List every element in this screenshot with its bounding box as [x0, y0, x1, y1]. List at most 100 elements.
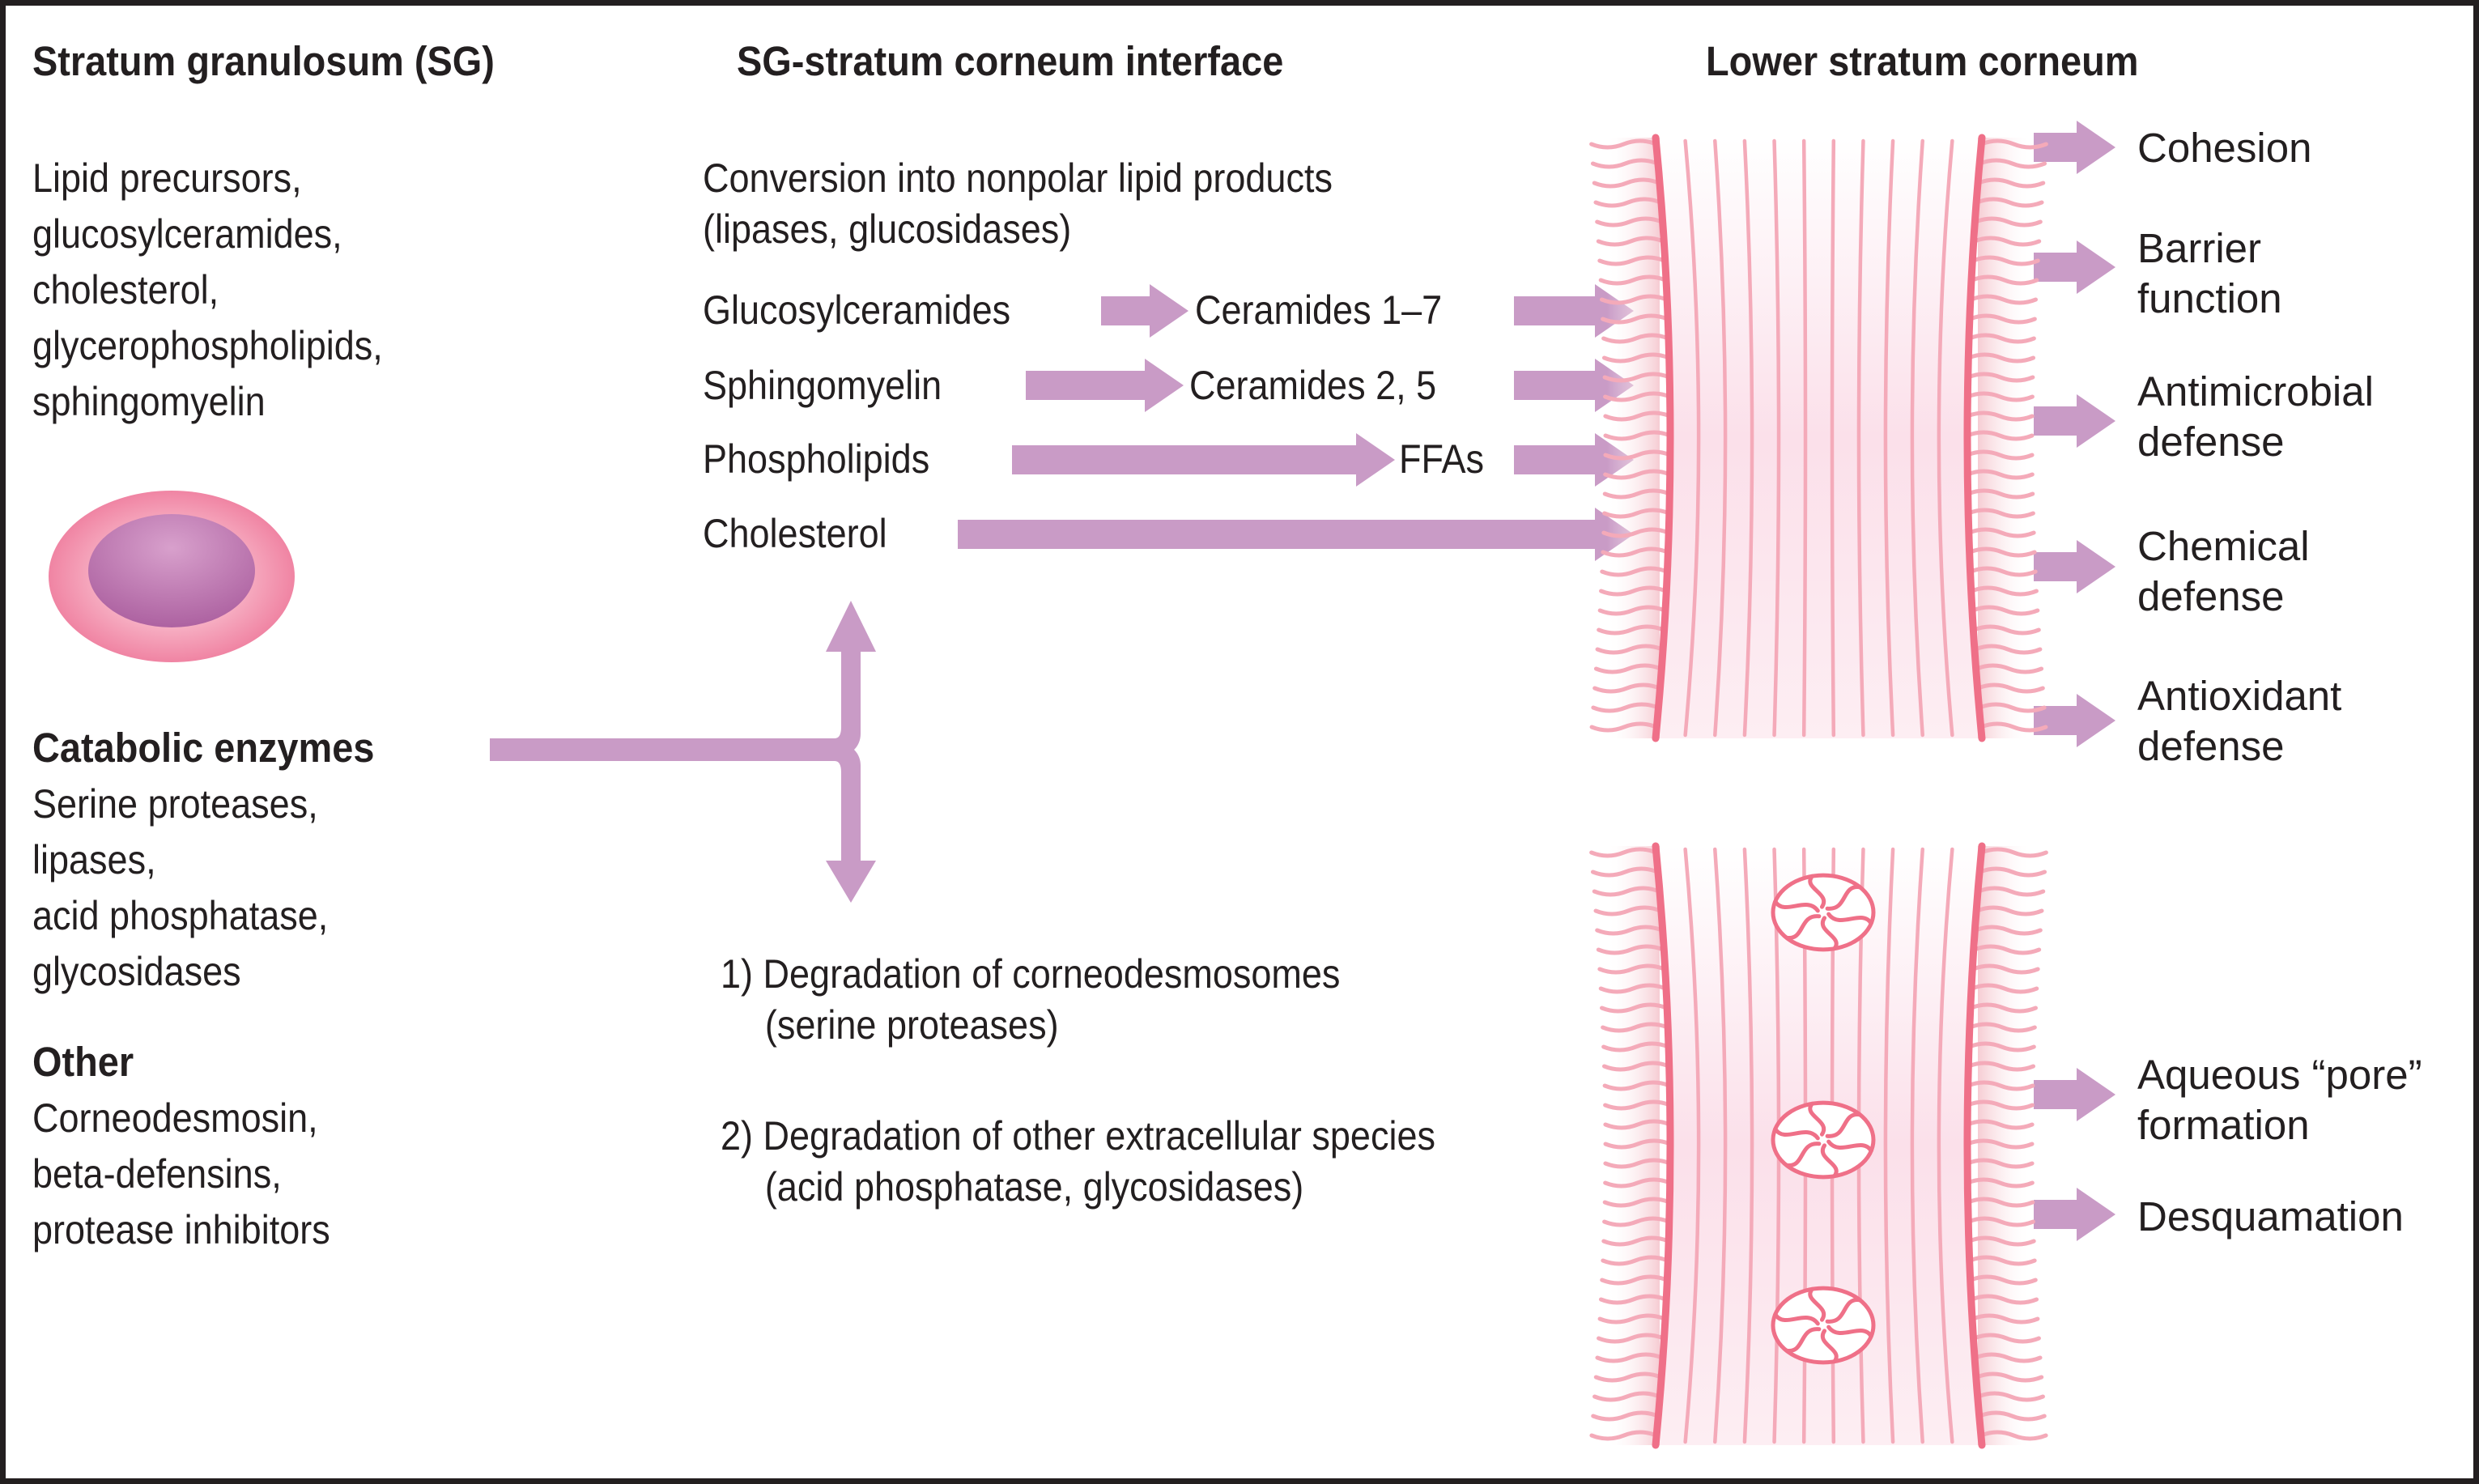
lipid-tail-left [1595, 644, 1665, 655]
pore-lipid-chain [1784, 1142, 1822, 1167]
lipid-tail-left [1599, 585, 1669, 597]
lipid-tail-right [1966, 508, 2035, 519]
lipid-tail-right [1977, 702, 2047, 713]
keratin-filament [1683, 138, 1701, 738]
pore-lipid-chain [1773, 1312, 1820, 1326]
lipid-tail-right [1975, 1371, 2044, 1383]
keratin-filament [1742, 847, 1754, 1444]
lipid-tail-right [1965, 430, 2035, 441]
other-item: protease inhibitors [32, 1207, 330, 1252]
lipid-tail-right [1971, 1313, 2040, 1325]
outcome-chemical-defense: Chemical defense [2137, 525, 2310, 626]
lipid-tail-right [1965, 410, 2035, 422]
degradation-enzymes: (acid phosphatase, glycosidases) [764, 1164, 1304, 1210]
arrow-to-outcome [2034, 1068, 2115, 1121]
keratin-filament [1772, 138, 1781, 738]
lipid-tail-right [1967, 1061, 2036, 1072]
pore-lipid-chain [1825, 885, 1862, 911]
arrow-to-outcome [2034, 121, 2115, 174]
lipid-tail-right [1976, 177, 2046, 189]
arrow-to-outcome [2034, 240, 2115, 294]
pore-lipid-chain [1784, 1327, 1822, 1353]
pore-lipid-chain [1808, 1286, 1826, 1322]
lipid-tail-right [1979, 138, 2048, 150]
lipid-tail-right [1972, 944, 2042, 955]
pore-lipid-chain [1773, 1126, 1820, 1141]
outcome-label: defense [2137, 723, 2285, 769]
heading-lower-stratum-corneum: Lower stratum corneum [1706, 38, 2139, 84]
lipid-tail-left [1593, 197, 1663, 208]
stratum-corneum-upper-icon [1589, 134, 2048, 742]
keratin-filament [1937, 847, 1954, 1444]
lipid-tail-left [1603, 469, 1673, 480]
lipid-precursors-list: Lipid precursors, glucosylceramides, cho… [32, 158, 383, 437]
lipid-precursor-item: glycerophospholipids, [32, 323, 383, 368]
lamellar-granule-icon [49, 491, 295, 662]
lipid-tail-right [1967, 1041, 2036, 1052]
outcome-label: Chemical [2137, 523, 2310, 569]
outcome-barrier-function: Barrier function [2137, 227, 2282, 328]
lipid-tail-right [1965, 1158, 2035, 1169]
lipid-tail-left [1597, 255, 1667, 266]
lipid-tail-left [1595, 216, 1665, 227]
lipid-tail-left [1590, 866, 1660, 878]
lipid-tail-right [1973, 1352, 2043, 1363]
outcome-desquamation: Desquamation [2137, 1196, 2404, 1237]
degradation-item-1: 1) Degradation of corneodesmosomes (seri… [721, 954, 1340, 1056]
lipid-tail-right [1968, 1274, 2038, 1286]
pore-lipid-chain [1784, 914, 1822, 940]
lipid-tail-right [1970, 1294, 2039, 1305]
aqueous-pore-icon [1771, 873, 1876, 952]
catabolic-enzyme-item: lipases, [32, 837, 156, 882]
lipid-tail-left [1593, 663, 1663, 674]
degradation-line: 1) Degradation of corneodesmosomes [721, 951, 1341, 997]
lipid-precursor-item: sphingomyelin [32, 379, 266, 424]
pore-lipid-chain [1820, 1329, 1839, 1364]
degradation-item-2: 2) Degradation of other extracellular sp… [721, 1116, 1435, 1218]
lipid-tail-right [1973, 925, 2043, 936]
pore-lipid-chain [1826, 912, 1873, 926]
arrow-ceramides25-to-sc [1514, 359, 1634, 412]
pore-lipid-chain [1820, 916, 1839, 951]
outcome-aqueous-pore-formation: Aqueous “pore” formation [2137, 1054, 2422, 1154]
lipid-tail-right [1970, 983, 2039, 994]
lipid-tail-left [1598, 983, 1668, 994]
lipid-tail-right [1967, 313, 2037, 325]
lipid-tail-right [1979, 847, 2048, 858]
degradation-enzymes: (serine proteases) [764, 1002, 1059, 1048]
lipid-tail-right [1967, 546, 2037, 558]
membrane-right [1963, 134, 1986, 742]
lipid-tail-right [1965, 1099, 2035, 1111]
degradation-line: 2) Degradation of other extracellular sp… [721, 1113, 1435, 1159]
lipid-tail-left [1602, 372, 1672, 383]
catabolic-enzyme-item: acid phosphatase, [32, 893, 329, 938]
lipid-tail-left [1589, 138, 1659, 150]
pathway-source-phospholipids: Phospholipids [703, 436, 930, 482]
lipid-tail-right [1971, 624, 2041, 636]
lipid-tail-right [1966, 1197, 2035, 1208]
lipid-tail-right [1966, 372, 2035, 383]
lipid-tail-left [1601, 333, 1671, 344]
lipid-tail-left [1601, 527, 1671, 538]
lipid-tail-left [1601, 1235, 1671, 1247]
heading-sg-sc-interface: SG-stratum corneum interface [737, 38, 1284, 84]
outcome-antioxidant-defense: Antioxidant defense [2137, 675, 2341, 776]
outcome-label: defense [2137, 419, 2285, 465]
lipid-tail-right [1967, 333, 2036, 344]
lipid-tail-left [1593, 905, 1663, 916]
lipid-tail-left [1597, 1333, 1666, 1344]
pathway-product-ffas: FFAs [1399, 436, 1485, 482]
arrow-glucosylceramides-to-ceramides [1101, 284, 1188, 338]
keratin-filament [1937, 138, 1954, 738]
outcome-cohesion: Cohesion [2137, 127, 2311, 168]
lipid-tail-right [1967, 1022, 2037, 1033]
lipid-tail-left [1602, 1216, 1672, 1227]
pore-lipid-chain [1825, 1298, 1862, 1324]
pathway-source-sphingomyelin: Sphingomyelin [703, 363, 942, 408]
lipid-tail-left [1601, 1041, 1671, 1052]
lipid-tail-left [1596, 944, 1665, 955]
outcome-label: Cohesion [2137, 125, 2312, 171]
lipid-tail-right [1967, 527, 2036, 538]
lipid-tail-left [1602, 1080, 1672, 1091]
